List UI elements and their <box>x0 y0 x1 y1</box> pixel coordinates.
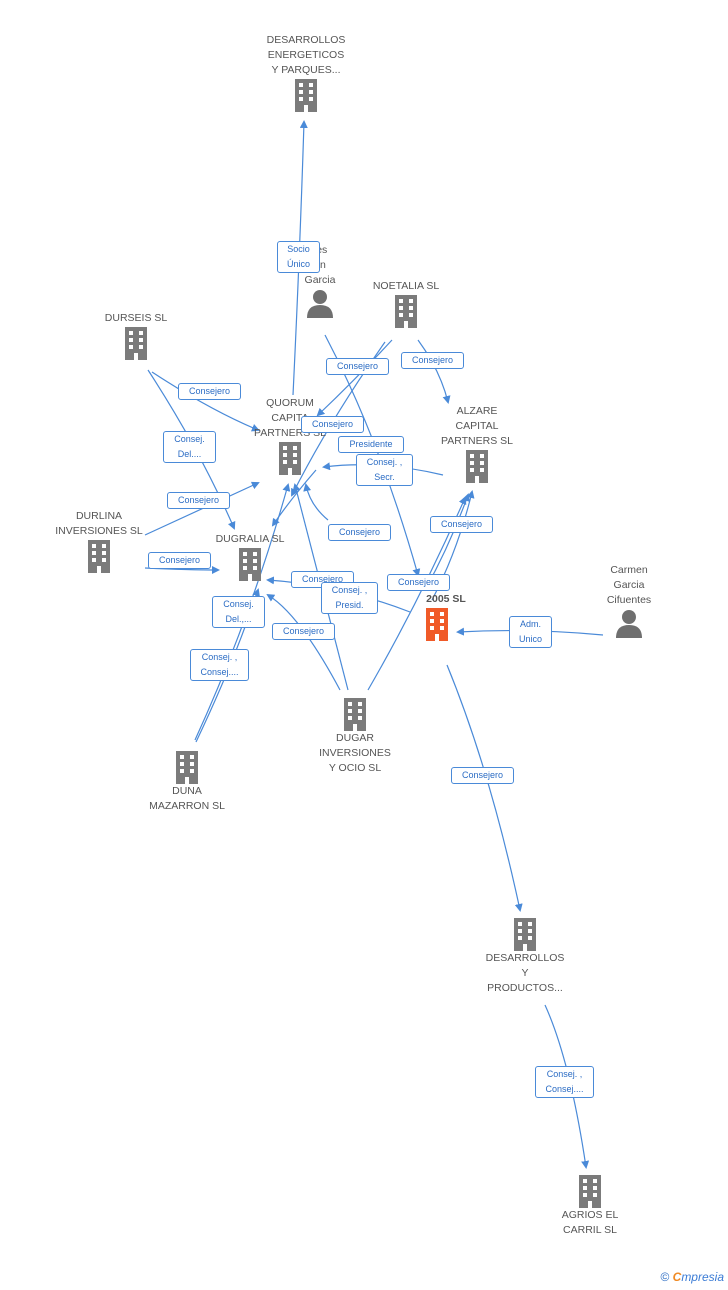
edge-label-consej-secr[interactable]: Consej. , Secr. <box>356 454 413 486</box>
building-icon <box>395 295 417 328</box>
node-dugralia[interactable]: DUGRALIA SL <box>190 532 310 581</box>
node-durlina[interactable]: DURLINA INVERSIONES SL <box>39 509 159 573</box>
node-label: DESARROLLOS Y PRODUCTOS... <box>485 952 565 994</box>
node-agrios[interactable]: AGRIOS EL CARRIL SL <box>530 1174 650 1238</box>
building-icon <box>88 540 110 573</box>
edge-label-consejero[interactable]: Consejero <box>326 358 389 375</box>
node-desarrollos-energeticos[interactable]: DESARROLLOS ENERGETICOS Y PARQUES... <box>246 33 366 112</box>
edge-noetalia-to-alzare <box>417 339 451 404</box>
building-icon <box>125 327 147 360</box>
node-quorum[interactable]: QUORUM CAPITA PARTNERS SL <box>230 396 350 475</box>
edge-durseis-to-quorum <box>151 371 260 432</box>
node-label: DUGRALIA SL <box>215 533 285 545</box>
edge-label-consej-del[interactable]: Consej. Del.... <box>163 431 216 463</box>
edge-label-consej-del[interactable]: Consej. Del.,... <box>212 596 265 628</box>
edge-label-consej-consej[interactable]: Consej. , Consej.... <box>190 649 249 681</box>
node-noetalia[interactable]: NOETALIA SL <box>346 279 466 328</box>
node-durseis[interactable]: DURSEIS SL <box>76 311 196 360</box>
node-label: ALZARE CAPITAL PARTNERS SL <box>441 405 513 447</box>
edge-label-socio-unico[interactable]: Socio Único <box>277 241 320 273</box>
edge-label-consejero[interactable]: Consejero <box>387 574 450 591</box>
edge-label-consejero[interactable]: Consejero <box>148 552 211 569</box>
edge-durlina-to-quorum <box>144 481 260 536</box>
edge-label-consejero[interactable]: Consejero <box>451 767 514 784</box>
node-label: DUGAR INVERSIONES Y OCIO SL <box>319 732 391 774</box>
building-icon <box>239 548 261 581</box>
brand-logo-initial: C <box>672 1270 682 1284</box>
edge-label-consejero[interactable]: Consejero <box>401 352 464 369</box>
node-label: NOETALIA SL <box>372 280 440 292</box>
edge-label-presidente[interactable]: Presidente <box>338 436 404 453</box>
edge-noetalia-to-quorum <box>316 339 393 417</box>
edge-label-consejero[interactable]: Consejero <box>178 383 241 400</box>
brand-footer[interactable]: © Cmpresia <box>660 1270 724 1284</box>
person-icon <box>616 610 642 638</box>
building-icon <box>344 698 366 731</box>
copyright-icon: © <box>660 1270 670 1284</box>
building-icon <box>579 1175 601 1208</box>
edge-label-consejero[interactable]: Consejero <box>328 524 391 541</box>
person-icon <box>307 290 333 318</box>
node-label: DURLINA INVERSIONES SL <box>55 510 143 537</box>
node-label: Carmen Garcia Cifuentes <box>606 564 652 606</box>
node-label: DUNA MAZARRON SL <box>149 785 225 812</box>
edge-label-consejero[interactable]: Consejero <box>301 416 364 433</box>
edge-quorum-to-dugralia <box>271 469 317 527</box>
edge-label-adm-unico[interactable]: Adm. Unico <box>509 616 552 648</box>
node-carmen[interactable]: Carmen Garcia Cifuentes <box>569 563 689 638</box>
edge-dugar-to-quorum <box>303 483 329 521</box>
node-desarrollos-productos[interactable]: DESARROLLOS Y PRODUCTOS... <box>465 917 585 996</box>
edge-label-consejero[interactable]: Consejero <box>430 516 493 533</box>
building-icon <box>514 918 536 951</box>
node-label: DURSEIS SL <box>104 312 168 324</box>
node-label: AGRIOS EL CARRIL SL <box>561 1209 619 1236</box>
node-label: QUORUM CAPITA PARTNERS SL <box>254 397 326 439</box>
edge-label-consejero[interactable]: Consejero <box>272 623 335 640</box>
building-icon <box>295 79 317 112</box>
building-icon <box>279 442 301 475</box>
building-icon <box>426 608 448 641</box>
node-focus-company[interactable]: A 2005 SL <box>377 577 497 641</box>
edge-label-consejero[interactable]: Consejero <box>167 492 230 509</box>
node-label: DESARROLLOS ENERGETICOS Y PARQUES... <box>266 34 346 76</box>
node-duna[interactable]: DUNA MAZARRON SL <box>127 750 247 814</box>
node-alzare[interactable]: ALZARE CAPITAL PARTNERS SL <box>417 404 537 483</box>
edge-focus-to-desarrollos-productos <box>446 664 523 912</box>
node-dugar[interactable]: DUGAR INVERSIONES Y OCIO SL <box>295 697 415 776</box>
edge-label-consej-presid[interactable]: Consej. , Presid. <box>321 582 378 614</box>
brand-logo-text: mpresia <box>681 1270 724 1284</box>
building-icon <box>466 450 488 483</box>
building-icon <box>176 751 198 784</box>
edge-label-consej-consej[interactable]: Consej. , Consej.... <box>535 1066 594 1098</box>
